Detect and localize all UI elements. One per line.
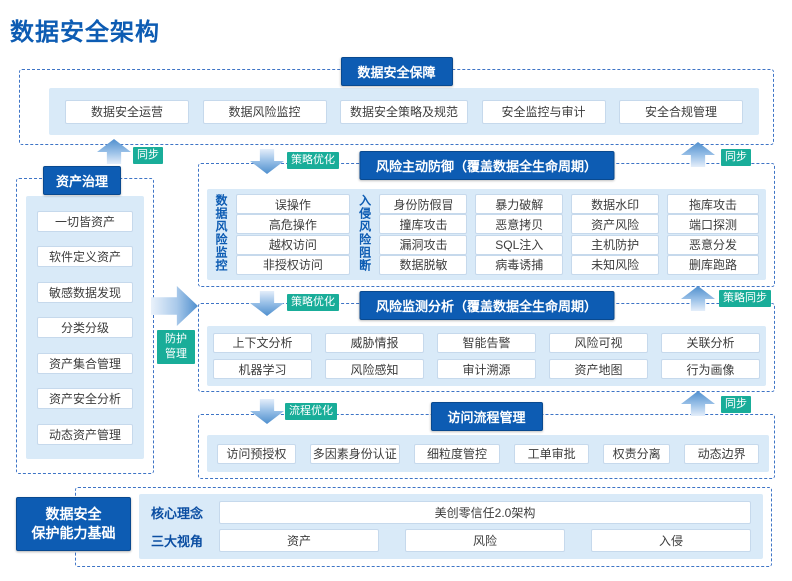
defense-item: 漏洞攻击 (379, 234, 468, 255)
defense-item: 撞库攻击 (379, 214, 468, 235)
asset-item: 敏感数据发现 (37, 281, 133, 303)
asset-item: 软件定义资产 (37, 246, 133, 267)
foundation-title-box: 数据安全 保护能力基础 (16, 497, 131, 551)
access-item: 细粒度管控 (413, 443, 501, 464)
defense-item: 恶意分发 (666, 234, 759, 255)
active-defense-section: 风险主动防御（覆盖数据全生命周期） 数据风险监控 误操作 高危操作 越权访问 非… (198, 151, 775, 287)
assurance-item: 数据安全运营 (65, 99, 189, 124)
defense-item: 非授权访问 (235, 254, 350, 275)
assurance-item: 数据安全策略及规范 (340, 99, 468, 124)
data-risk-monitor-vlabel: 数据风险监控 (214, 194, 228, 272)
defense-item: 暴力破解 (475, 194, 564, 214)
asset-item: 分类分级 (37, 317, 133, 338)
sync-badge: 同步 (721, 396, 751, 413)
defense-item: 数据水印 (571, 194, 660, 214)
sync-badge: 同步 (721, 149, 751, 166)
monitor-item: 上下文分析 (213, 332, 312, 353)
asset-item: 动态资产管理 (37, 423, 133, 445)
defense-item: 数据脱敏 (379, 254, 468, 275)
defense-item: 拖库攻击 (666, 194, 759, 214)
intrusion-block-vlabel: 入侵风险阻断 (357, 194, 372, 272)
defense-item: 主机防护 (571, 234, 660, 255)
policy-sync-badge: 策略同步 (719, 290, 771, 307)
sync-up-arrow-icon (681, 391, 715, 416)
protect-manage-right-arrow-icon (151, 286, 198, 326)
three-views-label: 三大视角 (151, 534, 204, 549)
asset-governance-header: 资产治理 (43, 166, 122, 195)
access-item: 动态边界 (684, 443, 759, 464)
core-concept-value: 美创零信任2.0架构 (219, 501, 751, 524)
monitor-item: 关联分析 (661, 332, 760, 353)
defense-item: 误操作 (235, 194, 350, 214)
monitor-item: 风险可视 (549, 332, 648, 353)
monitor-item: 威胁情报 (325, 332, 424, 353)
active-defense-header: 风险主动防御（覆盖数据全生命周期） (358, 151, 615, 180)
core-concept-label: 核心理念 (151, 506, 204, 521)
protect-manage-line1: 防护 (165, 333, 187, 345)
monitor-analysis-header: 风险监测分析（覆盖数据全生命周期） (358, 291, 615, 320)
foundation-title-line1: 数据安全 (45, 506, 102, 523)
assurance-section: 数据安全保障 数据安全运营 数据风险监控 数据安全策略及规范 安全监控与审计 安… (19, 57, 774, 145)
defense-item: 病毒诱捕 (475, 254, 564, 275)
foundation-title-line2: 保护能力基础 (31, 525, 116, 541)
access-item: 多因素身份认证 (309, 443, 400, 464)
access-flow-section: 访问流程管理 访问预授权 多因素身份认证 细粒度管控 工单审批 权责分离 动态边… (198, 402, 775, 479)
access-flow-panel: 访问预授权 多因素身份认证 细粒度管控 工单审批 权责分离 动态边界 (207, 435, 769, 472)
view-item: 入侵 (591, 529, 751, 552)
assurance-section-header: 数据安全保障 (340, 57, 453, 86)
page-title: 数据安全架构 (10, 19, 160, 46)
defense-item: 恶意拷贝 (475, 214, 564, 235)
access-flow-header: 访问流程管理 (430, 402, 543, 431)
monitor-item: 机器学习 (213, 359, 312, 380)
access-item: 工单审批 (514, 443, 589, 464)
flow-opt-badge: 流程优化 (285, 403, 337, 420)
assurance-item: 数据风险监控 (202, 99, 327, 124)
access-item: 访问预授权 (217, 443, 296, 464)
defense-item: 身份防假冒 (379, 194, 468, 214)
policy-opt-badge: 策略优化 (287, 294, 339, 311)
asset-governance-panel: 一切皆资产 软件定义资产 敏感数据发现 分类分级 资产集合管理 资产安全分析 动… (26, 196, 144, 459)
assurance-item: 安全监控与审计 (481, 99, 606, 124)
protect-manage-line2: 管理 (165, 348, 187, 360)
defense-item: 资产风险 (571, 214, 660, 235)
assurance-panel: 数据安全运营 数据风险监控 数据安全策略及规范 安全监控与审计 安全合规管理 (49, 88, 759, 135)
access-item: 权责分离 (603, 443, 671, 464)
monitor-analysis-panel: 上下文分析 威胁情报 智能告警 风险可视 关联分析 机器学习 风险感知 审计溯源… (207, 326, 766, 386)
defense-item: 高危操作 (235, 214, 350, 235)
active-defense-panel: 数据风险监控 误操作 高危操作 越权访问 非授权访问 入侵风险阻断 身份防假冒 … (207, 189, 766, 280)
monitor-item: 智能告警 (437, 332, 536, 353)
asset-item: 资产集合管理 (37, 352, 133, 374)
defense-item: 越权访问 (235, 234, 350, 255)
foundation-section: 核心理念 美创零信任2.0架构 三大视角 资产 风险 入侵 (75, 487, 772, 567)
asset-governance-section: 资产治理 一切皆资产 软件定义资产 敏感数据发现 分类分级 资产集合管理 资产安… (16, 166, 154, 474)
assurance-item: 安全合规管理 (619, 99, 743, 124)
defense-item: 删库跑路 (666, 254, 759, 275)
policy-opt-badge: 策略优化 (287, 152, 339, 169)
defense-item: SQL注入 (475, 234, 564, 255)
monitor-item: 审计溯源 (437, 359, 536, 380)
foundation-panel: 核心理念 美创零信任2.0架构 三大视角 资产 风险 入侵 (139, 494, 763, 559)
monitor-analysis-section: 风险监测分析（覆盖数据全生命周期） 上下文分析 威胁情报 智能告警 风险可视 关… (198, 291, 775, 392)
defense-item: 端口探测 (666, 214, 759, 235)
defense-item: 未知风险 (571, 254, 660, 275)
asset-item: 一切皆资产 (37, 210, 133, 232)
sync-badge: 同步 (133, 147, 163, 164)
view-item: 资产 (219, 529, 379, 552)
asset-item: 资产安全分析 (37, 388, 133, 409)
monitor-item: 风险感知 (325, 359, 424, 380)
monitor-item: 行为画像 (661, 359, 760, 380)
protect-manage-badge: 防护 管理 (157, 330, 195, 364)
monitor-item: 资产地图 (549, 359, 648, 380)
view-item: 风险 (405, 529, 565, 552)
